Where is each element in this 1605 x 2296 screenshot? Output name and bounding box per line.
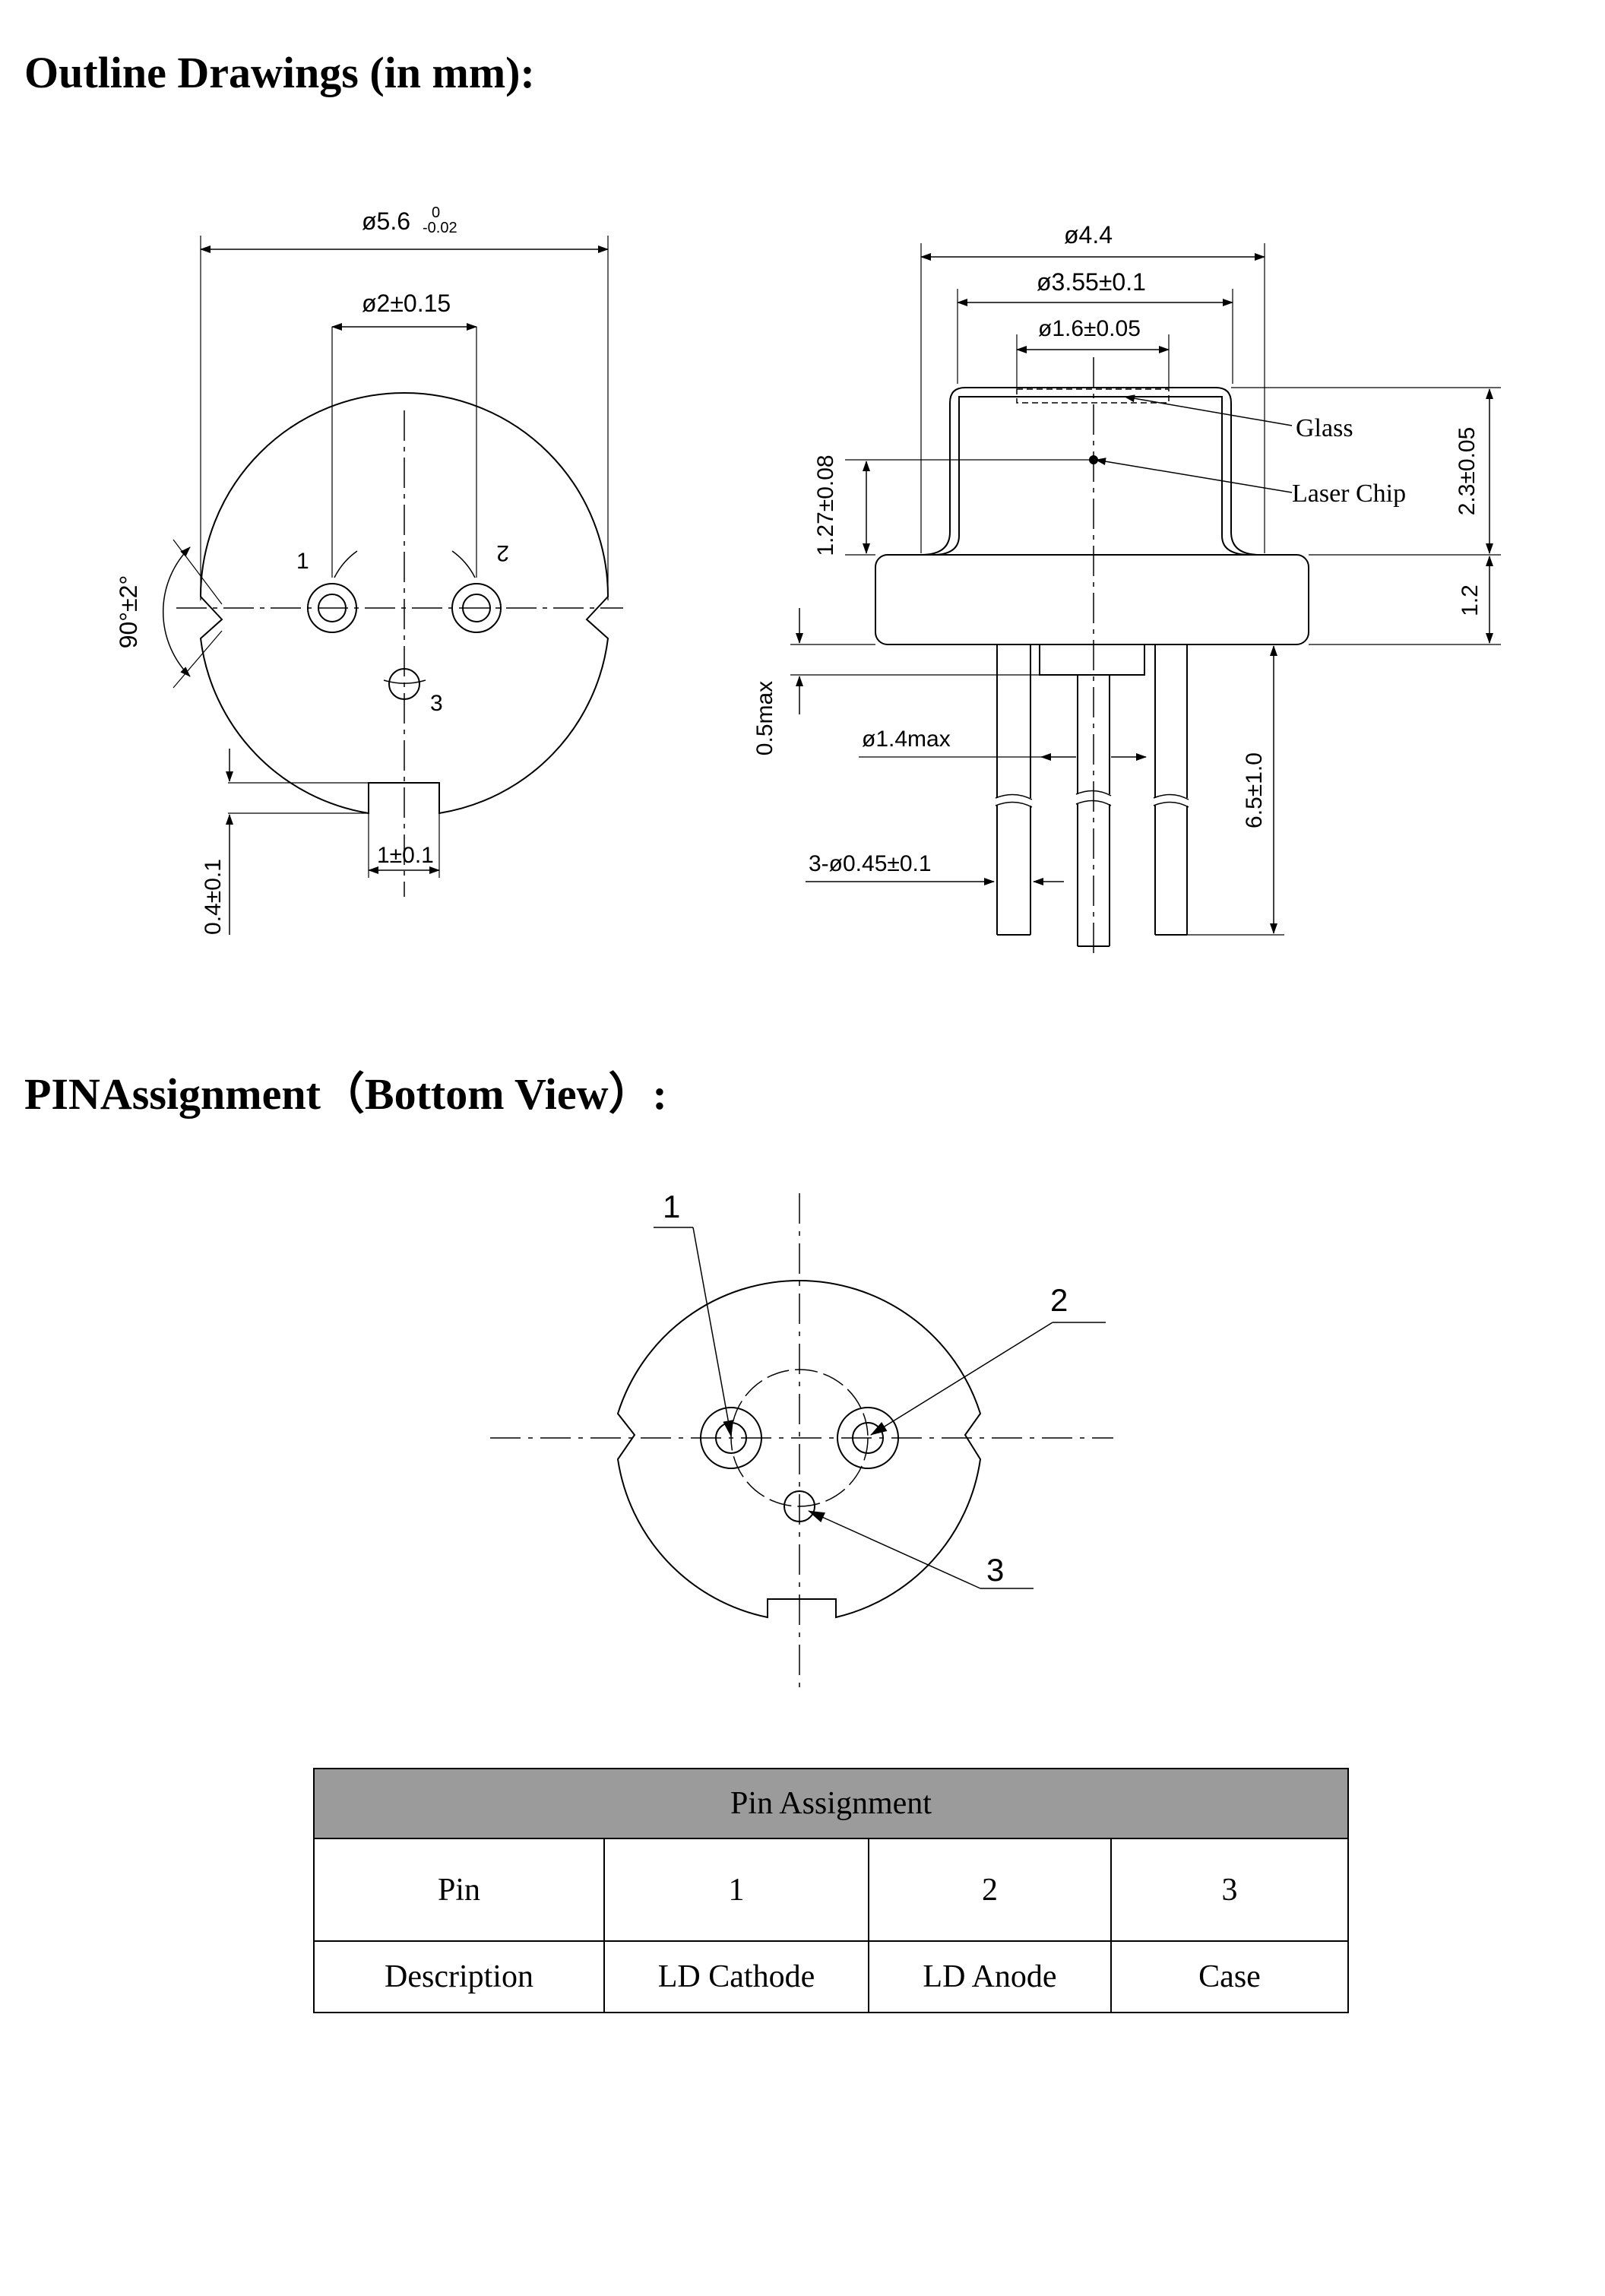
description-2-cell: LD Anode (868, 1940, 1112, 2013)
bottom-pin-2-label: 2 (1050, 1282, 1068, 1318)
front-pin-3-label: 3 (430, 691, 443, 716)
standoff-label: 0.5max (752, 681, 777, 755)
pin-assignment-table: Pin Assignment Pin 1 2 3 Description LD … (313, 1768, 1349, 2013)
front-view-drawing (163, 236, 623, 935)
notch-width-label: 1±0.1 (377, 843, 434, 868)
dia-outer-tol-upper: 0 (432, 204, 440, 221)
dia-window-label: ø1.6±0.05 (1038, 316, 1141, 341)
pin-assignment-heading: PINAssignment（Bottom View）: (24, 1069, 667, 1119)
pin-2-cell: 2 (868, 1838, 1112, 1942)
side-view-labels: ø4.4 ø3.55±0.1 ø1.6±0.05 Glass Laser Chi… (752, 221, 1483, 876)
pin-1-cell: 1 (603, 1838, 869, 1942)
front-pin-2-label: 2 (496, 540, 509, 565)
side-view-drawing (790, 243, 1501, 958)
bottom-pin-1-label: 1 (663, 1189, 680, 1224)
dia-outer-label: ø5.6 (362, 207, 410, 235)
lead-dia-label: 3-ø0.45±0.1 (809, 851, 932, 876)
table-row: Pin 1 2 3 (313, 1838, 1349, 1942)
table-row: Description LD Cathode LD Anode Case (313, 1940, 1349, 2013)
table-title: Pin Assignment (313, 1768, 1349, 1839)
bottom-view-labels: 1 2 3 (663, 1189, 1068, 1588)
description-3-cell: Case (1110, 1940, 1349, 2013)
angle-label: 90°±2° (115, 575, 142, 649)
dia-pins-label: ø2±0.15 (362, 290, 451, 317)
description-header-cell: Description (313, 1940, 605, 2013)
front-pin-1-label: 1 (296, 549, 309, 574)
description-1-cell: LD Cathode (603, 1940, 869, 2013)
outline-drawings: ø5.6 0 -0.02 ø2±0.15 90°±2° 1 2 3 1±0.1 … (115, 204, 1501, 958)
bottom-view-drawing: 1 2 3 (490, 1189, 1113, 1687)
dia-base-label: ø1.4max (862, 727, 951, 752)
notch-depth-label: 0.4±0.1 (201, 859, 226, 935)
lead-length-label: 6.5±1.0 (1242, 752, 1267, 828)
pin-3-cell: 3 (1110, 1838, 1349, 1942)
pin-header-cell: Pin (313, 1838, 605, 1942)
cap-height-label: 2.3±0.05 (1455, 427, 1480, 516)
dia-cap-label: ø4.4 (1064, 221, 1113, 249)
dia-outer-tol-lower: -0.02 (423, 220, 457, 236)
chip-height-label: 1.27±0.08 (813, 454, 838, 556)
dia-cap-inner-label: ø3.55±0.1 (1037, 268, 1146, 296)
flange-height-label: 1.2 (1458, 584, 1483, 616)
front-view-labels: ø5.6 0 -0.02 ø2±0.15 90°±2° 1 2 3 1±0.1 … (115, 204, 509, 935)
outline-heading: Outline Drawings (in mm): (24, 48, 535, 97)
glass-label: Glass (1296, 414, 1353, 442)
laser-chip-label: Laser Chip (1292, 480, 1406, 508)
bottom-pin-3-label: 3 (986, 1552, 1004, 1588)
